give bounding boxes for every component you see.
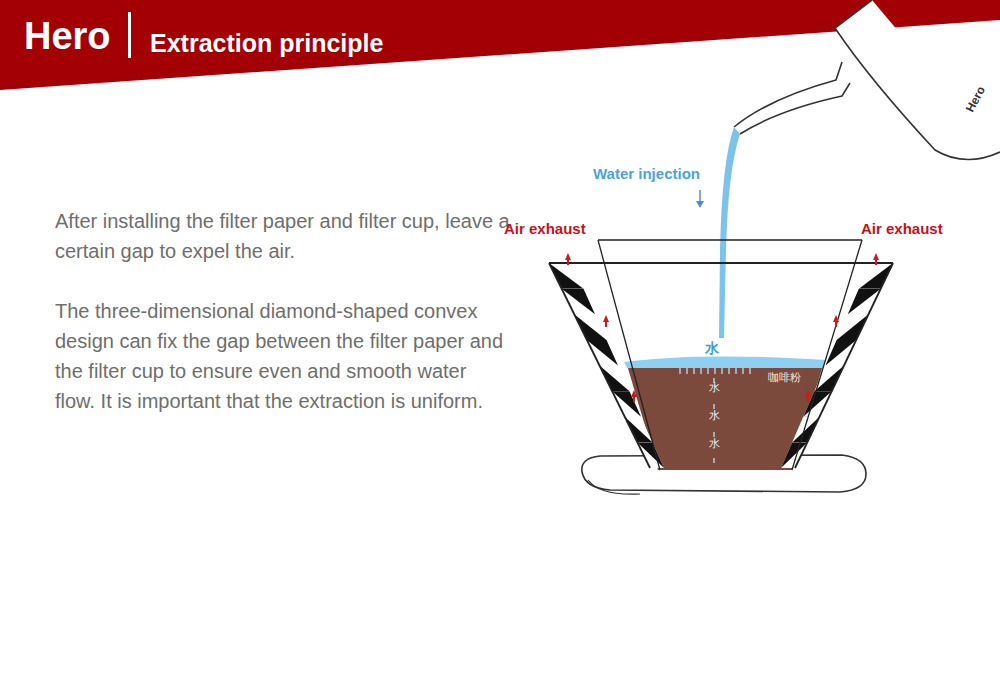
drip-mark [728,368,729,374]
kettle [734,0,1000,160]
drip-mark [693,368,694,374]
body-paragraph: After installing the filter paper and fi… [55,206,510,266]
base-plate-edge [588,480,640,494]
flow-label: Water injection [593,165,700,183]
body-paragraph: The three-dimensional diamond-shaped con… [55,296,510,416]
water-stream [719,127,740,338]
air-arrow [603,315,609,322]
water-mark: 水 [709,437,720,450]
flow-marks [680,368,750,463]
drip-mark [749,368,750,374]
wall-diamond [574,314,606,340]
air-arrow-stem [605,321,607,327]
air-arrow [833,315,839,322]
wall-segment [625,417,653,443]
drip-mark [713,404,714,409]
coffee-label: 咖啡粉 [768,371,801,384]
water-layer [624,356,826,368]
kettle-brand: Hero [963,84,989,115]
air-arrow-stem [835,321,837,327]
dripper-walls [549,263,893,468]
wall-segment [859,263,893,289]
air-arrow-stem [567,259,569,265]
wall-segment [612,391,641,417]
water-mark: 水 [705,340,719,357]
logo-divider [128,12,131,58]
air-arrows [565,253,879,402]
wall-segment [814,366,844,392]
wall-segment [562,289,595,315]
water-mark: 水 [709,409,720,422]
wall-diamond [625,417,653,443]
wall-diamond [612,391,641,417]
flow-label: Air exhaust [504,220,586,238]
drip-mark [721,368,722,374]
wall-segment [837,314,869,340]
wall-diamond [587,340,618,366]
wall-segment [792,417,819,443]
wall-segment [587,340,618,366]
drip-mark [713,458,714,463]
wall-diamond [814,366,844,392]
wall-segment [549,263,584,289]
drip-mark [707,368,708,374]
dripper-outline [549,240,893,470]
wall-segment [637,442,664,468]
wall-diamond [837,314,869,340]
page-title: Extraction principle [150,28,383,58]
wall-diamond [562,289,595,315]
wall-segment [848,289,881,315]
air-arrow [565,253,571,260]
wall-diamond [600,366,630,392]
air-arrow-stem [633,396,635,402]
air-arrow-stem [875,259,877,265]
drip-mark [742,368,743,374]
air-arrow [631,390,637,397]
wall-diamond [637,442,664,468]
drip-mark [686,368,687,374]
drip-mark [735,368,736,374]
water-mark: 水 [709,381,720,394]
wall-diamond [848,289,881,315]
wall-segment [574,314,606,340]
injection-arrow [696,190,704,208]
brand-logo: Hero [24,14,111,60]
air-arrow [805,390,811,397]
drip-mark [713,432,714,437]
air-arrow-stem [807,396,809,402]
air-arrow [873,253,879,260]
wall-diamond [549,263,584,289]
drip-mark [700,368,701,374]
drip-mark [714,368,715,374]
wall-segment [600,366,630,392]
drip-mark [679,368,680,374]
wall-diamond [859,263,893,289]
wall-diamond [792,417,819,443]
flow-label: Air exhaust [861,220,943,238]
